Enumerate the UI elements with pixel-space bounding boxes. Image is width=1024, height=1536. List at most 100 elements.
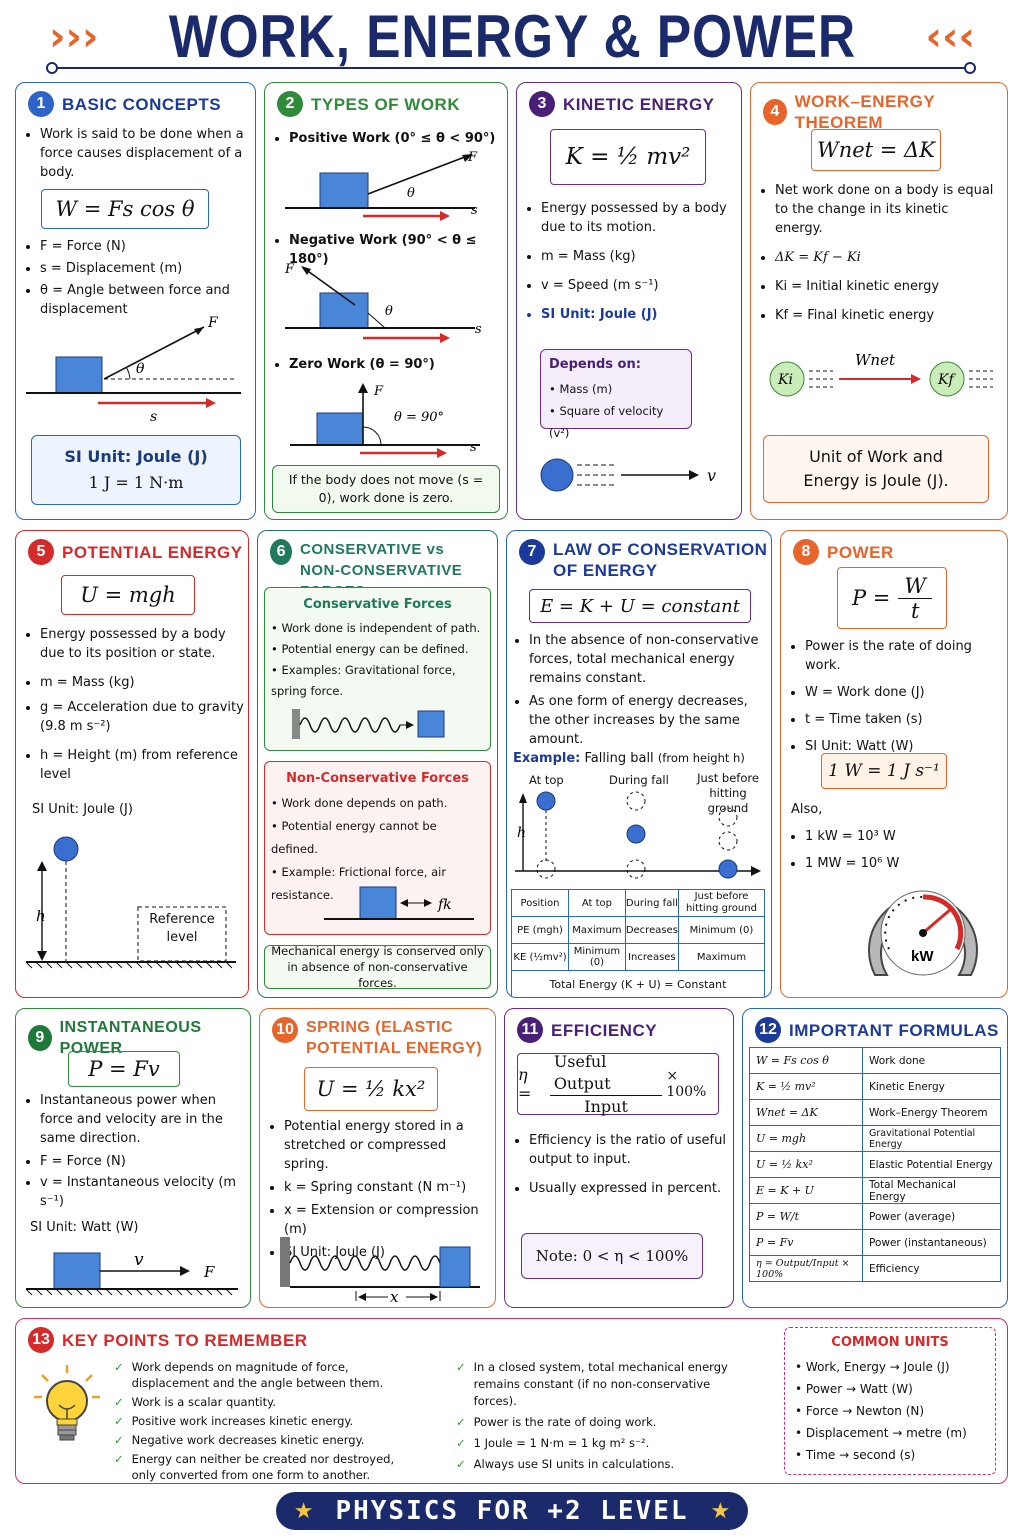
- panel-title: BASIC CONCEPTS: [62, 94, 222, 114]
- conservative-title: Conservative Forces: [303, 597, 452, 612]
- panel-number-badge: 8: [793, 539, 819, 565]
- panel-title: KINETIC ENERGY: [563, 94, 715, 114]
- theta-label: θ: [385, 304, 393, 319]
- unit-item: Work, Energy → Joule (J): [805, 1360, 950, 1374]
- key-point: In a closed system, total mechanical ene…: [473, 1360, 728, 1408]
- panel-title-line2: POTENTIAL ENERGY): [306, 1040, 483, 1057]
- table-cell: Minimum (0): [677, 916, 766, 944]
- stage-at-top-label: At top: [529, 773, 564, 787]
- spring-extension-diagram: x: [280, 1237, 480, 1306]
- positive-work-label: Positive Work (0° ≤ θ < 90°): [289, 129, 503, 148]
- si-unit-text: SI Unit: Watt (W): [30, 1220, 139, 1235]
- efficiency-definition: Efficiency is the ratio of useful output…: [529, 1131, 727, 1169]
- gauge-label: kW: [911, 948, 934, 965]
- moving-ball-diagram: v: [540, 458, 716, 492]
- instantaneous-power-formula: P = Fv: [68, 1051, 180, 1087]
- panel-number-badge: 7: [519, 539, 545, 565]
- zero-work-note: If the body does not move (s = 0), work …: [272, 465, 500, 513]
- final-ke-definition: Kf = Final kinetic energy: [775, 306, 999, 325]
- joule-definition: 1 J = 1 N·m: [88, 473, 184, 492]
- instantaneous-power-definition: Instantaneous power when force and veloc…: [40, 1091, 246, 1148]
- formula-cell: K = ½ mv²: [749, 1073, 863, 1100]
- check-icon: ✓: [456, 1415, 466, 1429]
- delta-k-formula: ΔK = Kf − Ki: [775, 248, 999, 267]
- force-angle-diagram: F θ s: [26, 315, 241, 425]
- footer-banner: ★ PHYSICS FOR +2 LEVEL ★: [276, 1492, 748, 1530]
- zero-work-diagram: F θ = 90° s: [290, 383, 480, 458]
- panel-title: EFFICIENCY: [551, 1020, 658, 1040]
- panel-title: IMPORTANT FORMULAS: [789, 1020, 999, 1040]
- key-point: Energy can neither be created nor destro…: [131, 1452, 395, 1482]
- panel-number-badge: 9: [28, 1025, 52, 1051]
- velocity-definition: v = Instantaneous velocity (m s⁻¹): [40, 1173, 246, 1211]
- initial-ke-definition: Ki = Initial kinetic energy: [775, 277, 999, 296]
- key-point: Always use SI units in calculations.: [473, 1457, 675, 1471]
- theta-label: θ: [407, 186, 415, 201]
- work-energy-formula: Wnet = ΔK: [811, 129, 941, 171]
- formula-cell: P = W/t: [749, 1203, 863, 1230]
- formula-name-cell: Power (average): [862, 1203, 1001, 1230]
- formula-cell: U = ½ kx²: [749, 1151, 863, 1178]
- key-point: Power is the rate of doing work.: [473, 1415, 657, 1429]
- formula-cell: W = Fs cos θ: [749, 1047, 863, 1074]
- si-unit-text: SI Unit: Joule (J): [284, 1243, 494, 1262]
- depends-item: Mass (m): [559, 382, 613, 396]
- reference-level-label: Reference level: [149, 912, 215, 945]
- force-label: F: [203, 1263, 215, 1281]
- panel-title: INSTANTANEOUS POWER: [59, 1019, 202, 1057]
- check-icon: ✓: [456, 1457, 466, 1471]
- force-label: F: [284, 262, 295, 277]
- watt-definition: 1 W = 1 J s⁻¹: [821, 753, 947, 789]
- work-definition: W = Work done (J): [805, 683, 1005, 702]
- displacement-label: s: [150, 409, 157, 425]
- formula-name-cell: Efficiency: [862, 1255, 1001, 1282]
- panel-title: TYPES OF WORK: [311, 94, 461, 114]
- kinetic-energy-formula: K = ½ mv²: [550, 129, 706, 185]
- light-bulb-icon: [34, 1365, 100, 1441]
- displacement-label: s: [475, 322, 482, 337]
- common-units-box: COMMON UNITS • Work, Energy → Joule (J)•…: [784, 1327, 996, 1475]
- definition-item: F = Force (N): [40, 237, 250, 256]
- page-header: ››› WORK, ENERGY & POWER ‹‹‹: [0, 0, 1024, 70]
- velocity-label: v: [134, 1250, 144, 1270]
- non-conservative-item: Example: Frictional force, air resistanc…: [271, 865, 447, 902]
- title-divider: [46, 62, 976, 74]
- power-formula-lhs: P =: [852, 586, 891, 610]
- panel-title: LAW OF CONSERVATION: [553, 540, 768, 559]
- conservative-item: Work done is independent of path.: [281, 621, 481, 635]
- conservative-item: Potential energy can be defined.: [281, 642, 469, 656]
- depends-item: Square of velocity (v²): [549, 404, 664, 440]
- non-conservative-item: Potential energy cannot be defined.: [271, 819, 437, 856]
- check-icon: ✓: [114, 1452, 124, 1466]
- si-unit-text: SI Unit: Joule (J): [541, 305, 737, 324]
- formula-cell: Wnet = ΔK: [749, 1099, 863, 1126]
- si-unit-text: SI Unit: Watt (W): [805, 737, 1005, 756]
- potential-energy-formula: U = mgh: [61, 575, 195, 615]
- work-formula: W = Fs cos θ: [41, 189, 209, 229]
- kf-label: Kf: [937, 372, 956, 388]
- formula-cell: P = Fv: [749, 1229, 863, 1256]
- si-unit-text: SI Unit: Joule (J): [32, 802, 133, 817]
- conservation-statement: In the absence of non-conservative force…: [529, 631, 763, 688]
- table-cell: PE (mgh): [511, 916, 569, 944]
- formula-cell: U = mgh: [749, 1125, 863, 1152]
- right-angle-label: θ = 90°: [394, 410, 444, 425]
- intro-text: Work is said to be done when a force cau…: [40, 125, 246, 182]
- key-point: 1 Joule = 1 N·m = 1 kg m² s⁻².: [473, 1436, 650, 1450]
- key-point: Positive work increases kinetic energy.: [131, 1414, 354, 1428]
- formula-cell: E = K + U: [749, 1177, 863, 1204]
- table-cell: Maximum: [568, 916, 626, 944]
- power-formula-numerator: W: [898, 574, 932, 599]
